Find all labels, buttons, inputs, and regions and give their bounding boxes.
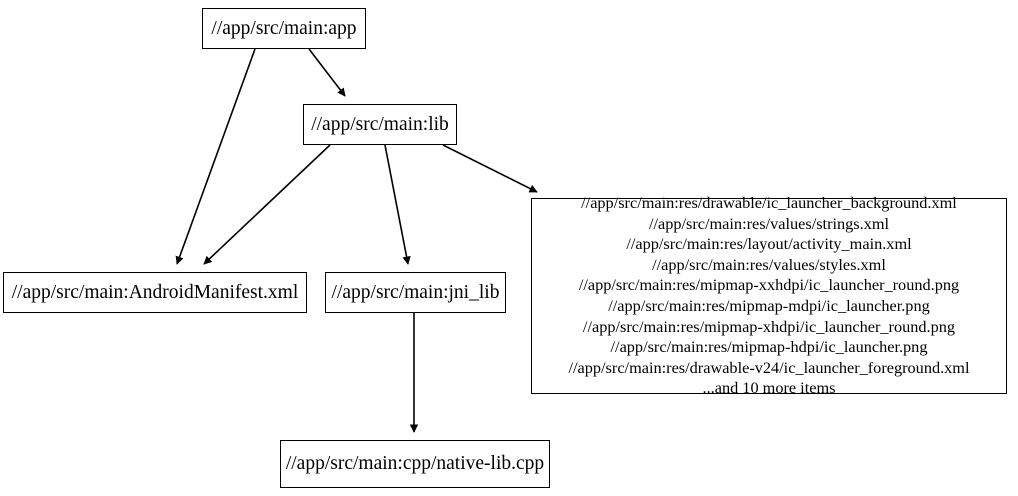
node-android-manifest[interactable]: //app/src/main:AndroidManifest.xml	[3, 272, 307, 313]
node-android-manifest-label: //app/src/main:AndroidManifest.xml	[11, 281, 299, 303]
edge-app-to-lib	[308, 48, 346, 97]
node-res-group-label: //app/src/main:res/drawable/ic_launcher_…	[568, 193, 970, 398]
node-app[interactable]: //app/src/main:app	[202, 8, 366, 49]
node-app-label: //app/src/main:app	[211, 17, 357, 39]
node-jni-lib-label: //app/src/main:jni_lib	[331, 281, 500, 303]
node-lib-label: //app/src/main:lib	[311, 113, 449, 135]
node-native-lib-cpp-label: //app/src/main:cpp/native-lib.cpp	[285, 453, 545, 475]
node-res-group[interactable]: //app/src/main:res/drawable/ic_launcher_…	[531, 193, 1007, 397]
edge-lib-to-res	[442, 144, 538, 193]
edge-lib-to-jni-lib	[384, 144, 411, 265]
edge-app-to-manifest	[175, 48, 256, 265]
node-jni-lib[interactable]: //app/src/main:jni_lib	[325, 272, 506, 313]
node-native-lib-cpp[interactable]: //app/src/main:cpp/native-lib.cpp	[280, 440, 550, 488]
edge-lib-to-manifest	[203, 144, 331, 265]
node-lib[interactable]: //app/src/main:lib	[303, 104, 457, 145]
